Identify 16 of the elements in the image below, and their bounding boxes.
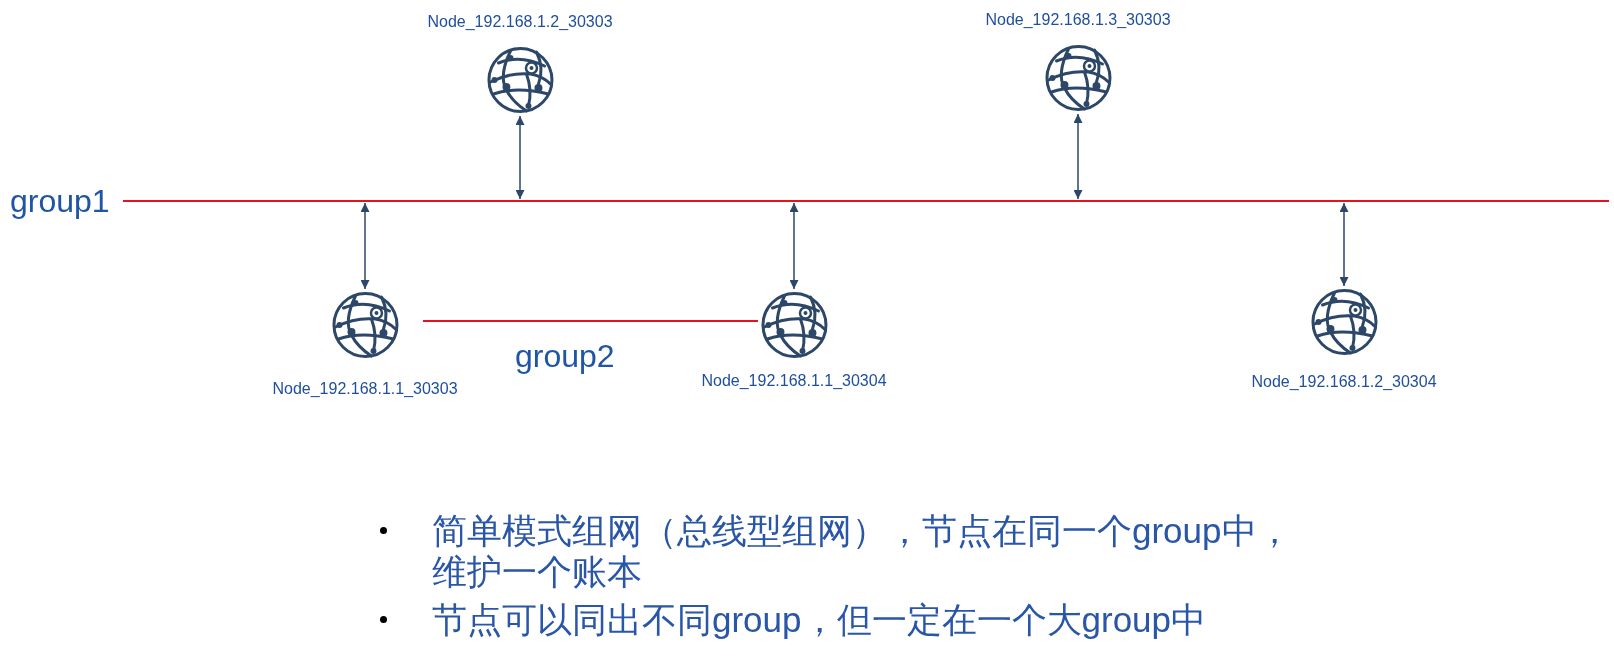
- node-label: Node_192.168.1.3_30303: [985, 10, 1171, 30]
- double-arrow: [1339, 202, 1349, 287]
- group-label: group2: [515, 337, 615, 376]
- node-label: Node_192.168.1.1_30304: [701, 371, 887, 391]
- node-label: Node_192.168.1.1_30303: [272, 379, 458, 399]
- double-arrow: [1073, 113, 1083, 200]
- node-label: Node_192.168.1.2_30304: [1251, 372, 1437, 392]
- double-arrow: [515, 115, 525, 200]
- group-line: [423, 320, 758, 322]
- group-line: [123, 200, 1609, 202]
- bullet-text: 节点可以同出不同group，但一定在一个大group中: [432, 599, 1208, 640]
- double-arrow: [789, 202, 799, 290]
- node-label: Node_192.168.1.2_30303: [427, 12, 613, 32]
- group-label: group1: [10, 182, 110, 221]
- double-arrow: [360, 202, 370, 290]
- bullet-text: 简单模式组网（总线型组网），节点在同一个group中，维护一个账本: [432, 510, 1293, 592]
